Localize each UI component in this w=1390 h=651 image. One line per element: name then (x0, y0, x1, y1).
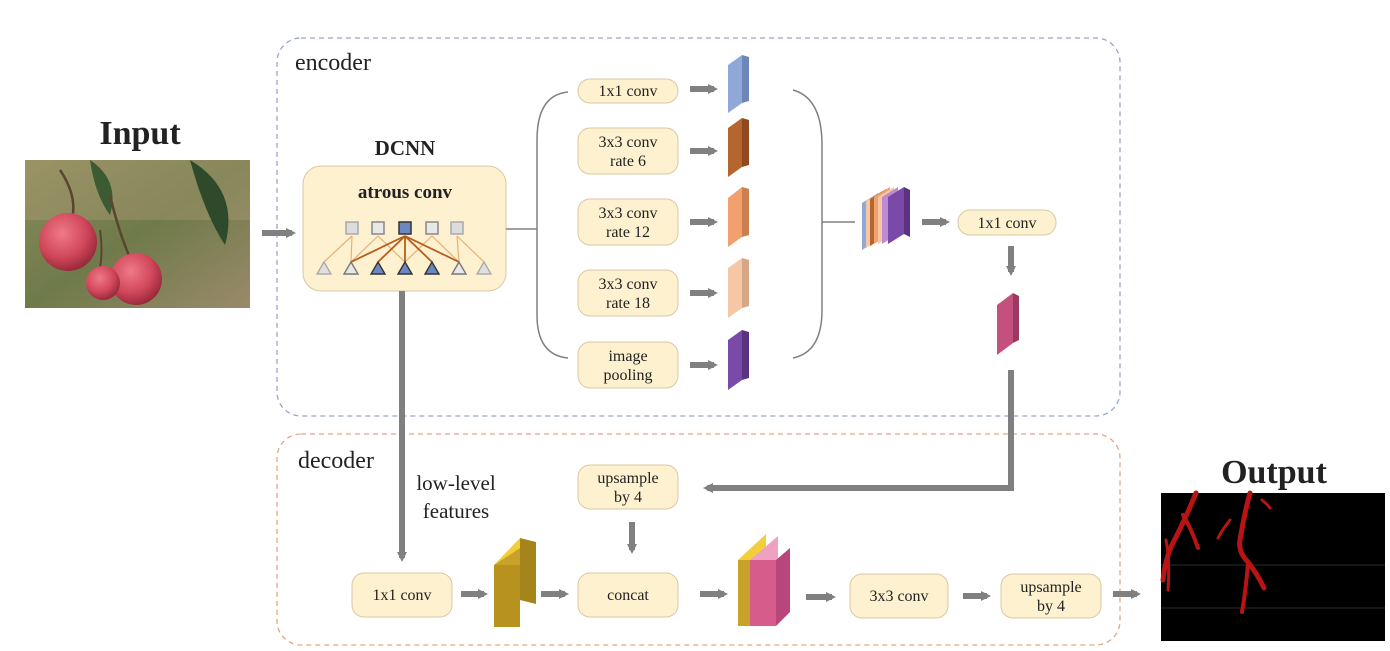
dcnn-title: DCNN (375, 136, 436, 160)
output-title: Output (1221, 454, 1327, 491)
aspp-box-line1: image (608, 348, 647, 365)
aspp-branch-pooling: image pooling (577, 330, 749, 390)
concat-box (577, 572, 679, 618)
decoder-1x1-conv-label: 1x1 conv (372, 587, 431, 604)
atrous-conv-icon (315, 221, 493, 275)
aspp-box-line1: 3x3 conv (598, 134, 657, 151)
decoder-label: decoder (298, 448, 374, 474)
upsample-out-box (1000, 573, 1102, 619)
encoder-frame (276, 37, 1121, 417)
low-level-label-line1: low-level (416, 471, 495, 495)
aspp-box (577, 269, 679, 317)
aspp-box-line1: 3x3 conv (598, 276, 657, 293)
aspp-box (577, 127, 679, 175)
upsample-top-box (577, 464, 679, 510)
input-title: Input (99, 115, 181, 152)
input-image (25, 160, 250, 308)
lowlevel-feature-map (494, 538, 536, 627)
aspp-box (577, 341, 679, 389)
aspp-branch-rate6: 3x3 conv rate 6 (577, 118, 749, 177)
encoder-to-upsample-arrow (703, 370, 1014, 493)
upsample-top-line1: upsample (597, 470, 658, 487)
feature-map (728, 187, 742, 247)
feature-map (728, 55, 742, 113)
aspp-right-brace (792, 89, 823, 359)
encoder-label: encoder (295, 50, 371, 76)
aspp-box-line2: rate 18 (606, 295, 650, 312)
aspp-box-line2: rate 12 (606, 224, 650, 241)
aspp-branch-rate18: 3x3 conv rate 18 (577, 258, 749, 318)
aspp-concat-stack (862, 187, 910, 250)
conv3x3-box (849, 573, 949, 619)
encoder-output-map (997, 293, 1019, 355)
conv3x3-label: 3x3 conv (869, 588, 928, 605)
atrous-conv-label: atrous conv (358, 182, 453, 203)
decoder-1x1-conv-box (351, 572, 453, 618)
low-level-label-line2: features (423, 499, 489, 523)
encoder-1x1-conv-box (957, 209, 1057, 236)
aspp-box-line2: pooling (604, 367, 653, 384)
aspp-branch-rate12: 3x3 conv rate 12 (577, 187, 749, 247)
upsample-top-line2: by 4 (614, 489, 642, 506)
aspp-box (577, 78, 679, 104)
aspp-box (577, 198, 679, 246)
concat-label: concat (607, 587, 649, 604)
feature-map (728, 330, 742, 390)
decoder-frame (276, 433, 1121, 646)
aspp-box-line1: 3x3 conv (598, 205, 657, 222)
concat-feature-stack (738, 534, 790, 626)
aspp-branch-1x1: 1x1 conv (577, 55, 749, 113)
aspp-left-brace (536, 91, 569, 359)
aspp-box-label: 1x1 conv (598, 83, 657, 100)
feature-map (728, 118, 742, 177)
encoder-1x1-conv-label: 1x1 conv (977, 215, 1036, 232)
aspp-box-line2: rate 6 (610, 153, 646, 170)
upsample-out-line1: upsample (1020, 579, 1081, 596)
upsample-out-line2: by 4 (1037, 598, 1065, 615)
feature-map (728, 258, 742, 318)
output-mask-image (1160, 490, 1385, 641)
